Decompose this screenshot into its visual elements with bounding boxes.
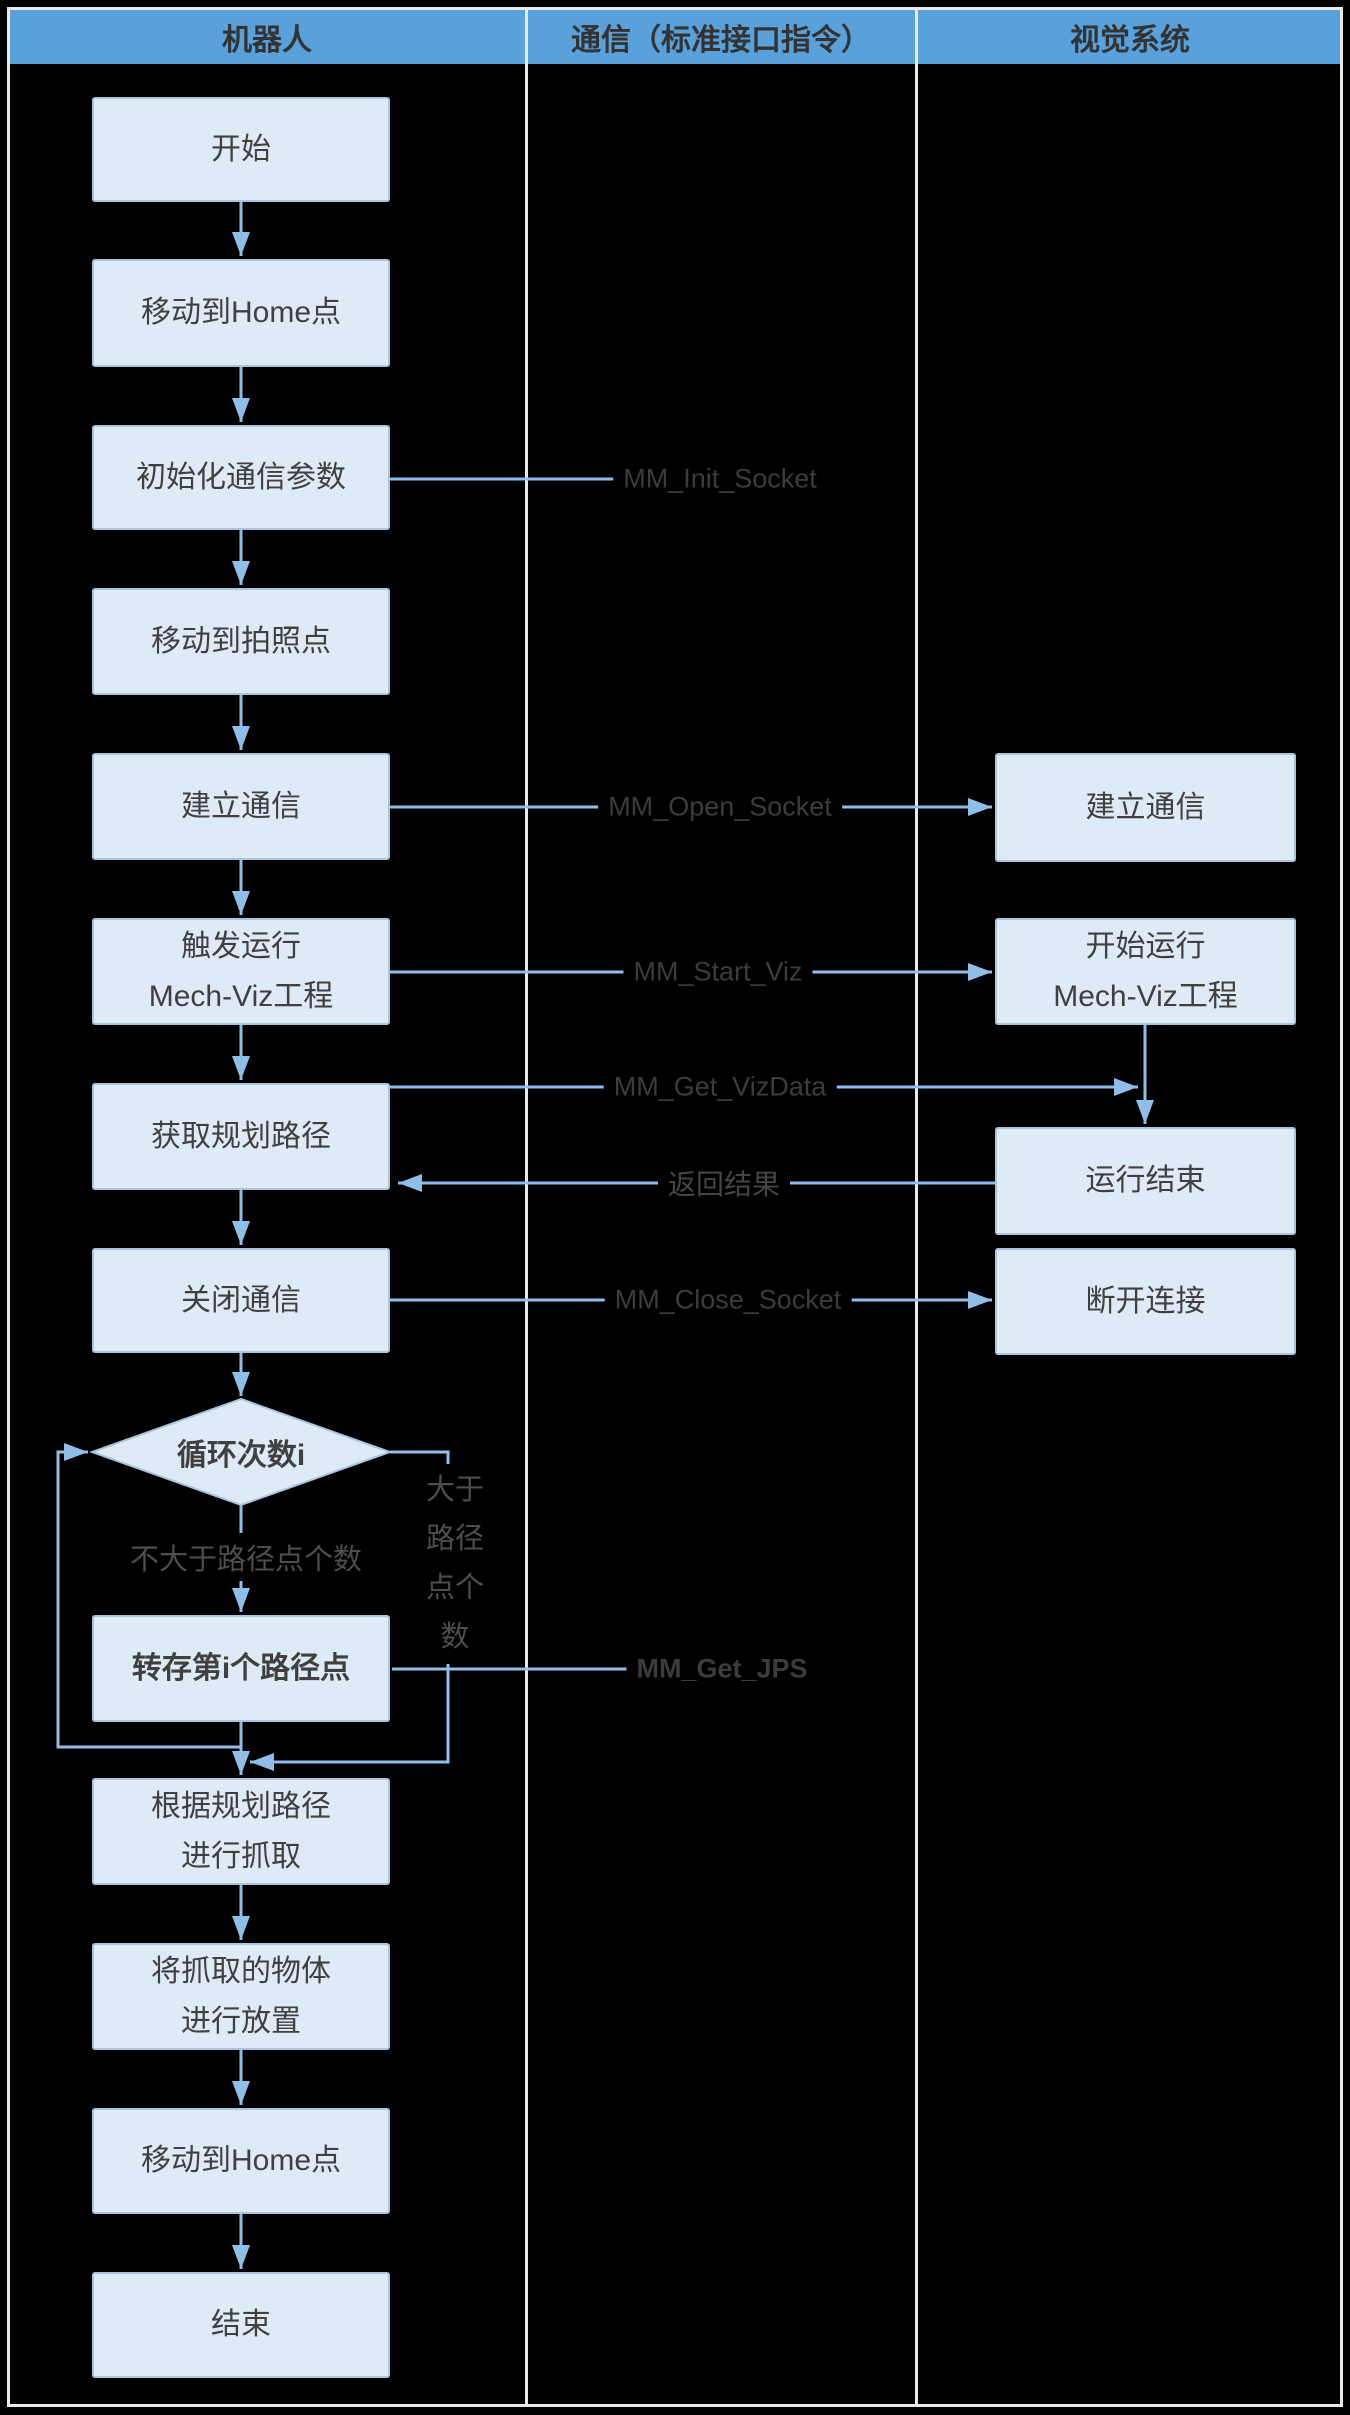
node-vision-disconnect: 断开连接 (995, 1248, 1296, 1355)
node-vision-open-comm: 建立通信 (995, 753, 1296, 862)
node-move-home-1: 移动到Home点 (92, 259, 390, 367)
node-move-home-2: 移动到Home点 (92, 2108, 390, 2214)
node-open-comm: 建立通信 (92, 753, 390, 860)
lane-divider-1 (525, 7, 528, 2407)
decision-diamond-loop-count (89, 1397, 393, 1507)
node-get-path: 获取规划路径 (92, 1083, 390, 1190)
node-end: 结束 (92, 2272, 390, 2378)
node-store-point: 转存第i个路径点 (92, 1615, 390, 1722)
swimlane-header-band (10, 10, 1340, 64)
loopback-to-diamond (56, 1443, 241, 1749)
lane-header-comm: 通信（标准接口指令） (571, 24, 871, 57)
node-vision-start-viz: 开始运行 Mech-Viz工程 (995, 918, 1296, 1025)
lane-header-robot: 机器人 (222, 24, 312, 57)
label-mm-start-viz: MM_Start_Viz (623, 953, 813, 991)
node-start: 开始 (92, 97, 390, 202)
node-close-comm: 关闭通信 (92, 1248, 390, 1353)
label-mm-get-jps: MM_Get_JPS (626, 1650, 818, 1688)
label-mm-get-vizdata: MM_Get_VizData (603, 1068, 837, 1106)
label-mm-open-socket: MM_Open_Socket (598, 788, 842, 826)
outer-frame (7, 7, 1343, 2407)
node-loop-check-label: 循环次数i (176, 1439, 306, 1472)
node-place: 将抓取的物体 进行放置 (92, 1943, 390, 2050)
label-branch-not-greater: 不大于路径点个数 (121, 1533, 371, 1581)
node-move-capture: 移动到拍照点 (92, 588, 390, 695)
label-mm-init-socket: MM_Init_Socket (613, 460, 827, 498)
lane-divider-2 (915, 7, 918, 2407)
label-branch-greater: 大于路径点个数 (421, 1464, 489, 1664)
node-vision-run-end: 运行结束 (995, 1127, 1296, 1235)
node-init-params: 初始化通信参数 (92, 425, 390, 530)
lane-header-vision: 视觉系统 (1070, 24, 1190, 57)
label-return-result: 返回结果 (657, 1160, 791, 1206)
node-grasp: 根据规划路径 进行抓取 (92, 1778, 390, 1885)
label-mm-close-socket: MM_Close_Socket (604, 1281, 852, 1319)
node-trigger-viz: 触发运行 Mech-Viz工程 (92, 918, 390, 1025)
